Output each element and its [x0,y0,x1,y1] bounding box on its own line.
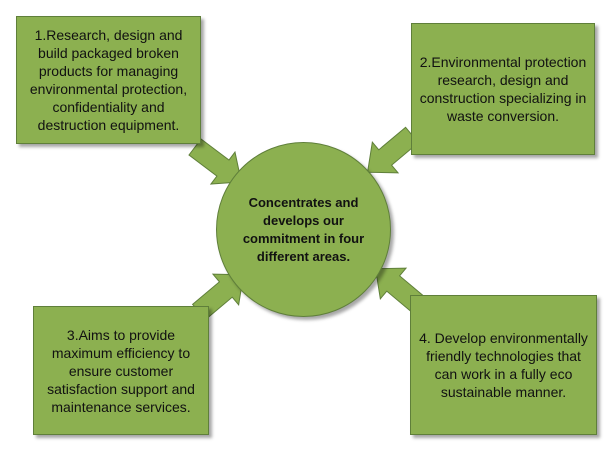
center-text: Concentrates and develops our commitment… [242,194,365,264]
area-text-1: 1.Research, design and build packaged br… [29,27,188,133]
area-text-4: 4. Develop environmentally friendly tech… [419,330,588,400]
area-box-2: 2.Environmental protection research, des… [411,23,595,155]
area-box-1: 1.Research, design and build packaged br… [16,16,201,144]
arrow-top-left [188,138,242,185]
area-box-3: 3.Aims to provide maximum efficiency to … [33,306,209,435]
arrow-top-right [366,126,420,174]
area-box-4: 4. Develop environmentally friendly tech… [410,295,597,435]
center-circle: Concentrates and develops our commitment… [216,142,391,317]
area-text-2: 2.Environmental protection research, des… [419,54,587,124]
area-text-3: 3.Aims to provide maximum efficiency to … [47,326,195,415]
